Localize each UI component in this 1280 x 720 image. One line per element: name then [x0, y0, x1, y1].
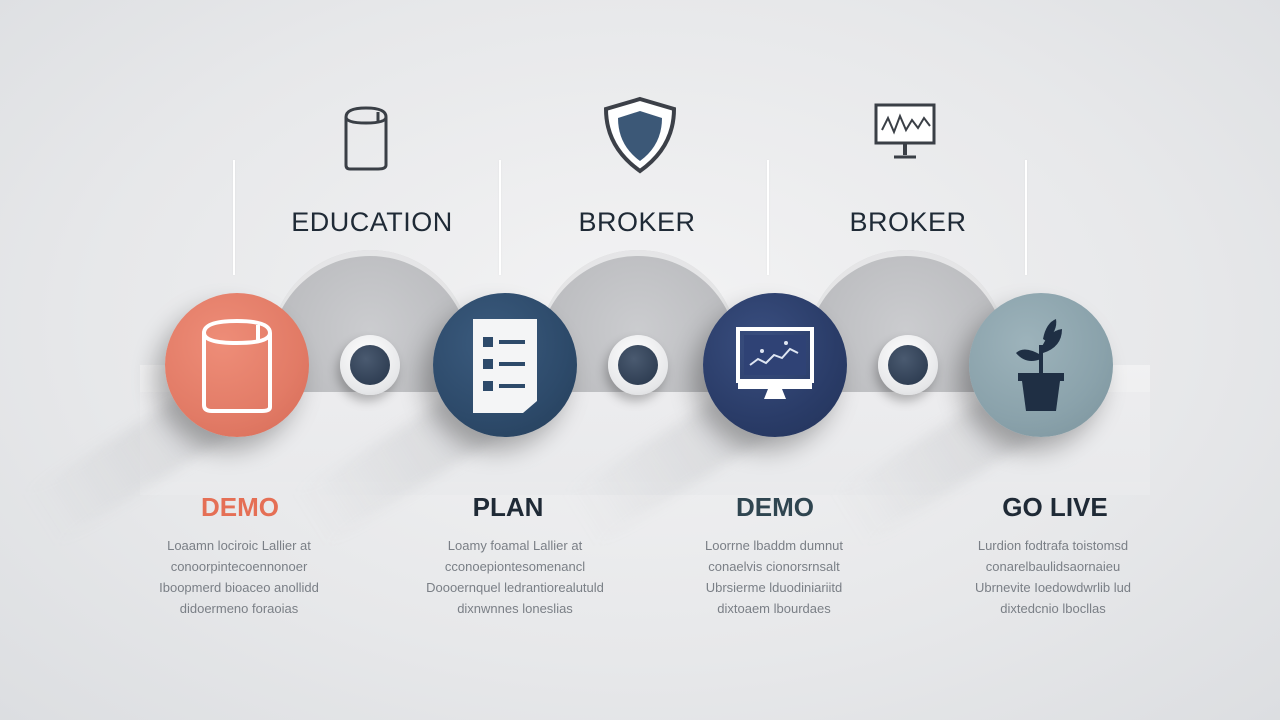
step-description: Loamy foamal Lallier at cconoepiontesome… — [415, 535, 615, 619]
stage-heading-education: EDUCATION — [291, 207, 453, 237]
step-circle-go-live — [969, 293, 1113, 437]
description-line: Loorrne lbaddm dumnut — [704, 538, 844, 553]
description-line: Ubrsierme lduodiniariitd — [705, 580, 843, 595]
step-description: Loorrne lbaddm dumnut conaelvis cionorsr… — [674, 535, 874, 619]
step-circle-demo-2 — [703, 293, 847, 437]
description-line: conarelbaulidsaornaieu — [985, 559, 1121, 574]
step-label-plan: PLAN — [472, 492, 544, 522]
description-line: Iboopmerd bioaceo anollidd — [159, 580, 319, 595]
shield-icon — [600, 95, 680, 175]
description-line: dixtoaem lbourdaes — [717, 601, 831, 616]
description-line: cconoepiontesomenancl — [444, 559, 586, 574]
monitor-chart-icon — [872, 102, 938, 162]
divider-line — [233, 160, 235, 275]
description-line: conoorpintecoennonoer — [170, 559, 308, 574]
step-label-demo: DEMO — [201, 492, 279, 522]
monitor-chart-icon — [736, 327, 814, 399]
book-icon — [338, 103, 394, 173]
connector-node — [878, 335, 938, 395]
step-label-go-live: GO LIVE — [1002, 492, 1108, 522]
description-line: Loamy foamal Lallier at — [447, 538, 583, 553]
checklist-icon — [473, 319, 537, 413]
plant-icon — [1016, 319, 1064, 411]
step-description: Loaamn lociroic Lallier at conoorpinteco… — [139, 535, 339, 619]
step-label-demo-2: DEMO — [736, 492, 814, 522]
divider-line — [1025, 160, 1027, 275]
divider-line — [767, 160, 769, 275]
stage-heading-broker: BROKER — [849, 207, 967, 237]
step-circle-plan — [433, 293, 577, 437]
divider-line — [499, 160, 501, 275]
connector-node — [608, 335, 668, 395]
description-line: Lurdion fodtrafa toistomsd — [977, 538, 1129, 553]
book-icon — [202, 318, 272, 413]
step-circle-demo — [165, 293, 309, 437]
connector-node — [340, 335, 400, 395]
stage-heading-broker: BROKER — [578, 207, 696, 237]
description-line: didoermeno foraoias — [179, 601, 299, 616]
description-line: dixtedcnio lbocllas — [1000, 601, 1106, 616]
description-line: Ubrnevite Ioedowdwrlib lud — [974, 580, 1132, 595]
description-line: Doooernquel ledrantiorealutuld — [426, 580, 604, 595]
description-line: Loaamn lociroic Lallier at — [167, 538, 311, 553]
step-description: Lurdion fodtrafa toistomsd conarelbaulid… — [953, 535, 1153, 619]
description-line: dixnwnnes loneslias — [457, 601, 573, 616]
description-line: conaelvis cionorsrnsalt — [708, 559, 840, 574]
